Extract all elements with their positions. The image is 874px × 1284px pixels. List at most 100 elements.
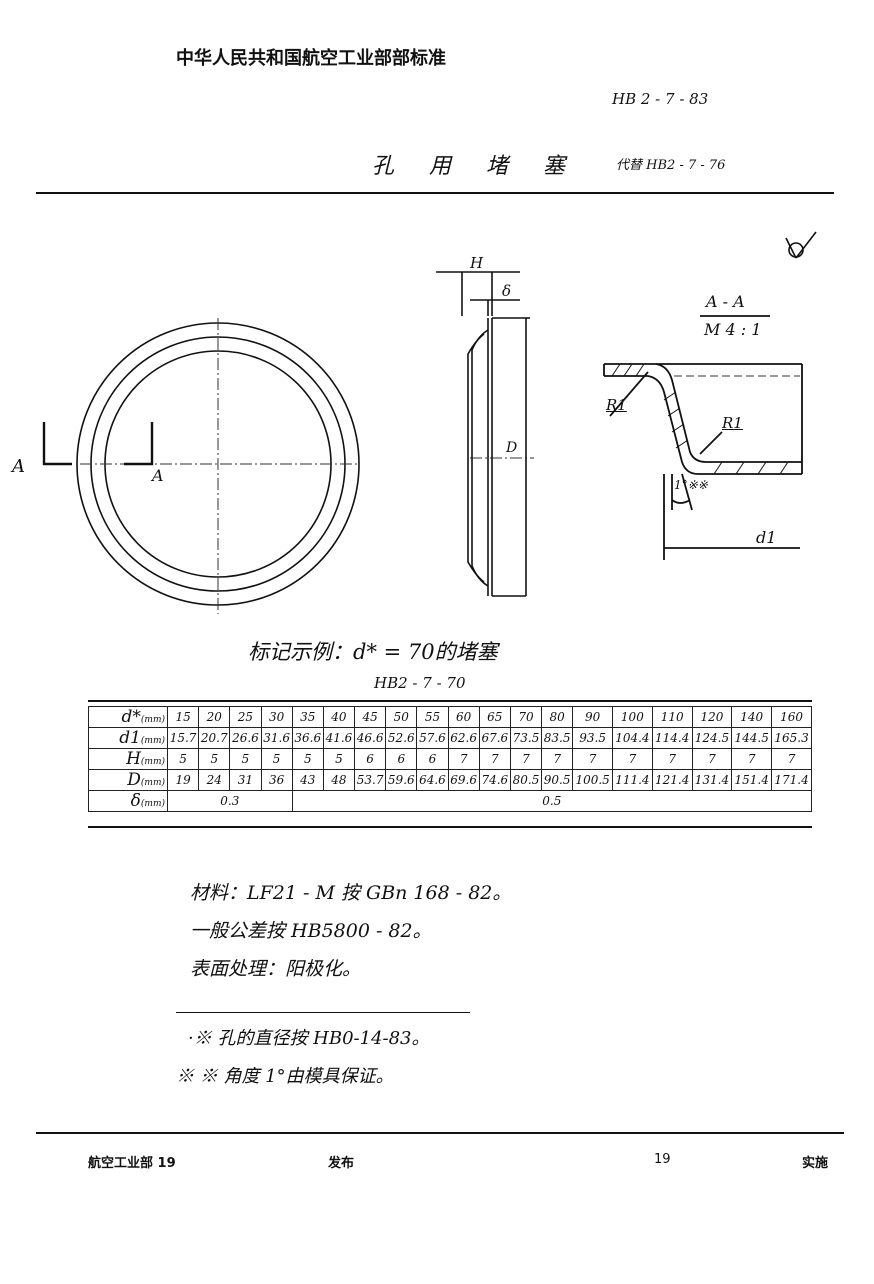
table-cell: 31: [229, 769, 262, 791]
table-cell: 114.4: [651, 727, 693, 749]
technical-drawing: [42, 231, 817, 614]
section-label-a-left: A: [12, 456, 25, 477]
table-cell: 5: [166, 748, 200, 770]
footer-issuer: 航空工业部 19: [88, 1156, 176, 1171]
surface-finish-icon: [785, 231, 817, 259]
table-cell: 151.4: [731, 769, 773, 791]
section-outer-profile: [604, 363, 802, 463]
row-header: δ(mm): [88, 790, 168, 812]
table-cell: 5: [322, 748, 356, 770]
table-cell: 24: [198, 769, 231, 791]
table-cell: 36.6: [291, 727, 324, 749]
table-cell: 73.5: [509, 727, 543, 749]
row-header: d1(mm): [88, 727, 168, 749]
table-cell: 171.4: [771, 769, 812, 791]
table-cell: 35: [291, 706, 324, 728]
section-inner-profile: [604, 375, 802, 475]
table-cell: 110: [651, 706, 693, 728]
table-cell: 50: [385, 706, 418, 728]
table-cell: 25: [229, 706, 262, 728]
table-bottom-rule: [88, 826, 812, 828]
table-cell: 131.4: [691, 769, 733, 791]
table-cell: 70: [509, 706, 543, 728]
table-cell: 67.6: [478, 727, 511, 749]
section-title: A - A: [706, 292, 745, 311]
dimension-h-label: H: [470, 254, 484, 272]
table-cell: 90.5: [541, 769, 574, 791]
notes-divider: [176, 1012, 470, 1013]
standard-organization: 中华人民共和国航空工业部部标准: [176, 48, 446, 69]
row-symbol: d1: [119, 728, 141, 748]
table-cell: 7: [447, 748, 480, 770]
table-cell: 160: [771, 706, 812, 728]
row-unit: (mm): [140, 715, 165, 725]
dimension-d1-label: d1: [756, 528, 777, 547]
table-cell: 5: [260, 748, 293, 770]
table-cell: 15.7: [166, 727, 200, 749]
table-cell: 30: [260, 706, 293, 728]
footnote-hole-diameter: ·※ 孔的直径按 HB0-14-83。: [188, 1028, 430, 1049]
table-cell: 120: [691, 706, 733, 728]
table-cell: 7: [478, 748, 511, 770]
standard-code: HB 2 - 7 - 83: [612, 90, 709, 108]
document-title: 孔 用 堵 塞: [372, 154, 579, 179]
table-cell: 93.5: [572, 727, 613, 749]
row-symbol: D: [127, 770, 141, 790]
table-cell: 55: [416, 706, 449, 728]
table-cell: 45: [354, 706, 387, 728]
table-cell: 6: [385, 748, 418, 770]
table-cell: 80: [541, 706, 574, 728]
marking-code: HB2 - 7 - 70: [374, 674, 466, 692]
table-cell: 7: [731, 748, 773, 770]
table-cell: 26.6: [229, 727, 262, 749]
table-cell: 7: [771, 748, 812, 770]
table-cell: 140: [731, 706, 773, 728]
tolerance-note: 一般公差按 HB5800 - 82。: [190, 920, 432, 942]
table-cell: 5: [198, 748, 231, 770]
section-scale: M 4 : 1: [704, 320, 762, 339]
table-cell: 69.6: [447, 769, 480, 791]
table-cell: 41.6: [322, 727, 356, 749]
table-cell: 6: [416, 748, 449, 770]
header-divider: [36, 192, 834, 194]
table-cell: 40: [322, 706, 356, 728]
table-cell: 7: [541, 748, 574, 770]
table-cell: 7: [691, 748, 733, 770]
table-cell: 100: [612, 706, 653, 728]
delta-value-thick: 0.5: [291, 790, 813, 812]
table-cell: 80.5: [509, 769, 543, 791]
footer-release: 发布: [328, 1156, 355, 1171]
table-cell: 124.5: [691, 727, 733, 749]
table-cell: 6: [354, 748, 387, 770]
row-symbol: d*: [121, 707, 141, 727]
row-symbol: H: [126, 749, 141, 769]
replaces-code: 代替 HB2 - 7 - 76: [616, 158, 726, 173]
angle-label: 1°※※: [674, 478, 708, 492]
marking-example: 标记示例：d* = 70的堵塞: [248, 640, 498, 664]
table-cell: 5: [291, 748, 324, 770]
row-symbol: δ: [130, 791, 141, 811]
section-marker-left: [42, 422, 72, 466]
row-unit: (mm): [140, 778, 165, 788]
section-marker-right: [124, 422, 154, 466]
table-cell: 20: [198, 706, 231, 728]
table-cell: 36: [260, 769, 293, 791]
table-cell: 59.6: [385, 769, 418, 791]
table-cell: 111.4: [612, 769, 653, 791]
table-cell: 104.4: [612, 727, 653, 749]
table-cell: 62.6: [447, 727, 480, 749]
table-cell: 5: [229, 748, 262, 770]
surface-treatment-note: 表面处理：阳极化。: [190, 958, 362, 980]
table-top-rule: [88, 700, 812, 702]
radius-label-left: R1: [606, 396, 627, 414]
table-cell: 7: [612, 748, 653, 770]
row-header: H(mm): [88, 748, 168, 770]
table-cell: 83.5: [541, 727, 574, 749]
row-unit: (mm): [140, 799, 165, 809]
